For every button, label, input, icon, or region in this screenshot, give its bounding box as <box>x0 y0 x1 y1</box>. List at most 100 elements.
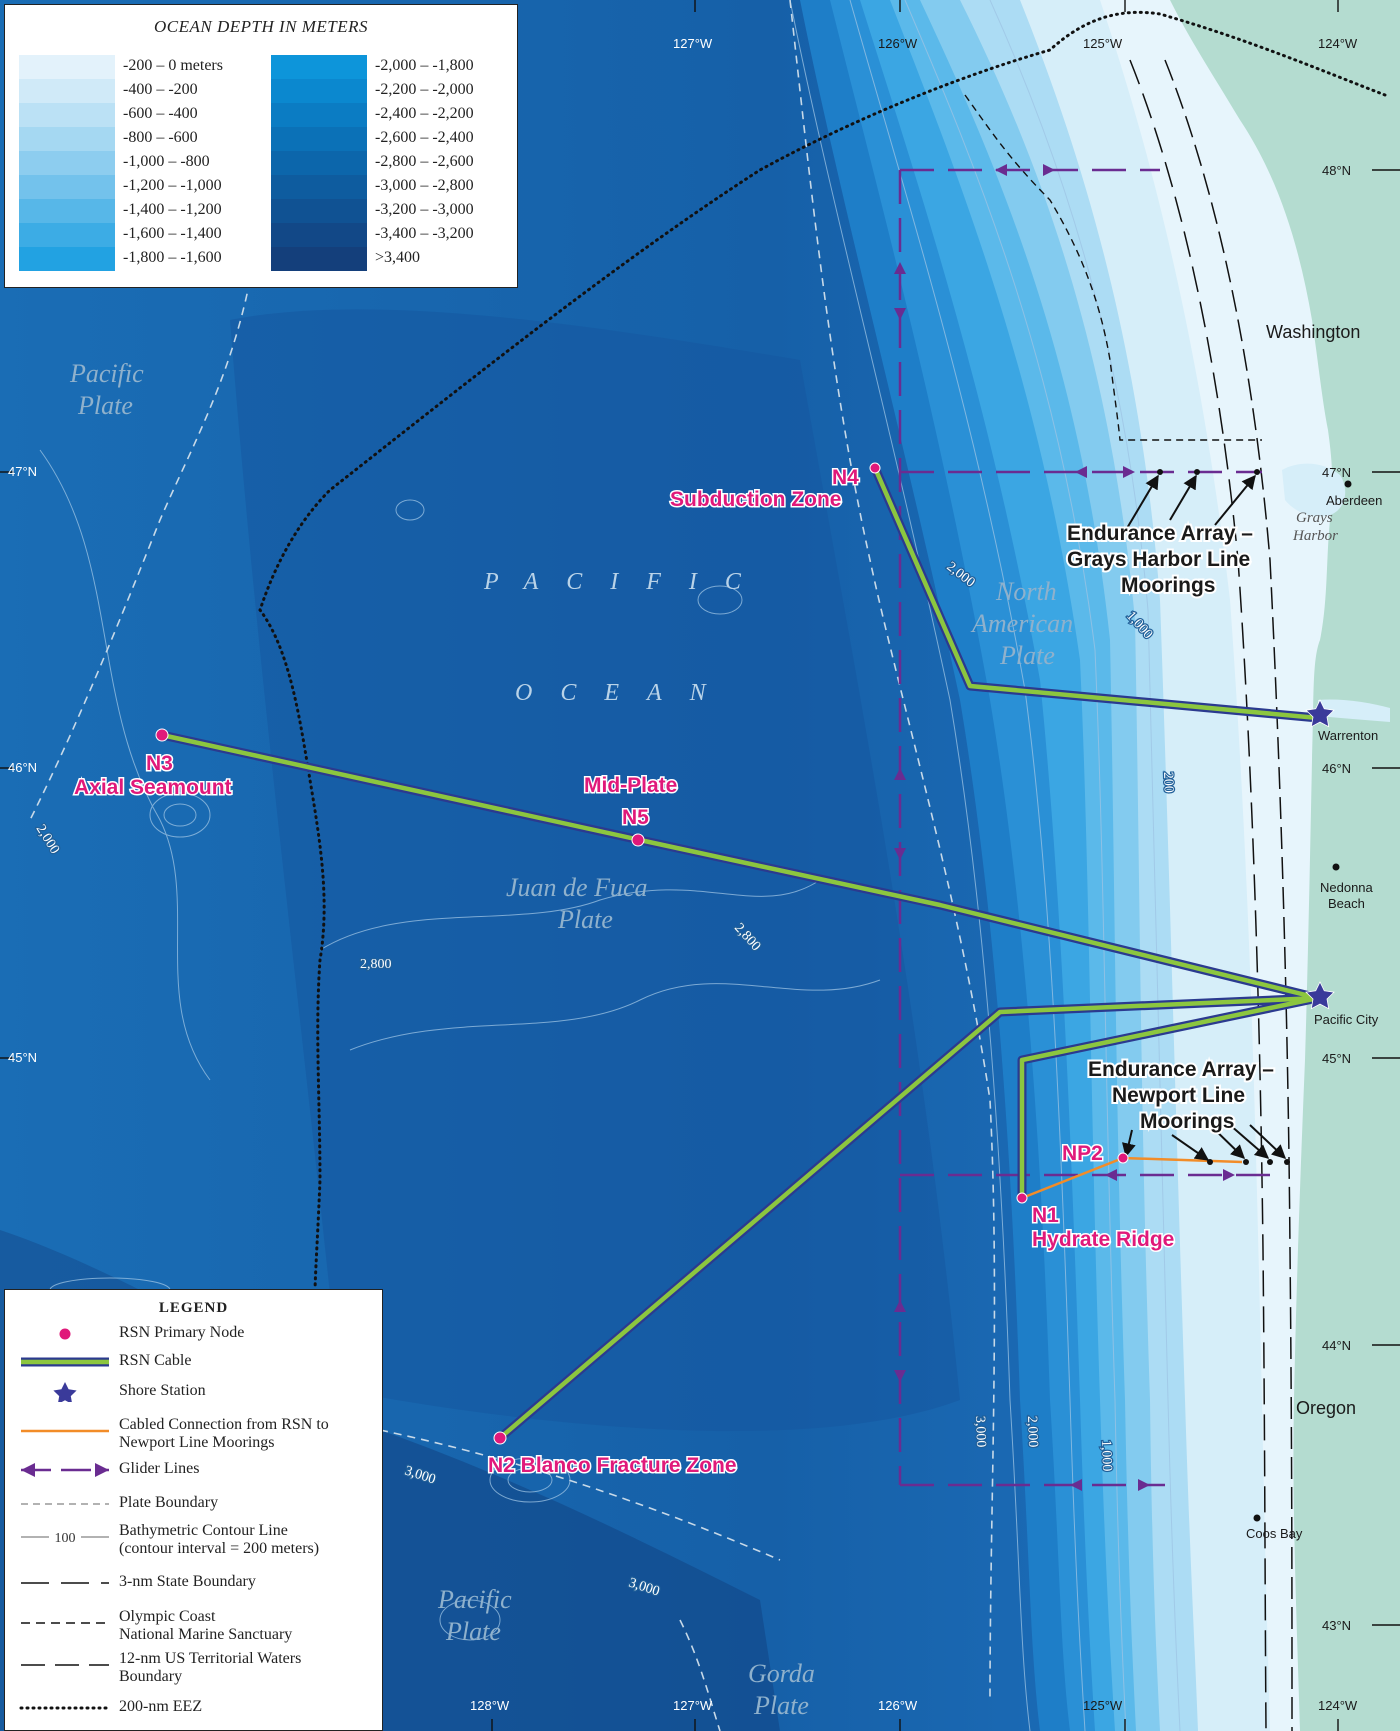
plate-dash-legend-symbol <box>21 1503 109 1505</box>
abyssal-plain <box>230 309 960 1432</box>
depth-range-label: -200 – 0 meters <box>123 57 223 74</box>
legend-label-line1: Glider Lines <box>119 1460 200 1477</box>
grid-left-46n: 46°N <box>8 760 37 775</box>
town-label-pacific-city: Pacific City <box>1314 1012 1379 1027</box>
ocean-label-pacific: PACIFIC <box>483 569 769 595</box>
node-np2 <box>1117 1152 1129 1164</box>
legend-label-line1: Plate Boundary <box>119 1494 219 1511</box>
node-label-n1-id: N1 <box>1032 1204 1059 1227</box>
node-n3 <box>155 728 169 742</box>
depth-swatch <box>271 103 367 127</box>
node-label-n5-name: Mid-Plate <box>584 774 677 797</box>
grays-harbor-bay <box>1282 463 1346 517</box>
depth-swatch <box>19 175 115 199</box>
node-n5 <box>631 833 645 847</box>
depth-swatch <box>19 151 115 175</box>
plate-label-juan-de-fuca-2: Plate <box>557 905 613 934</box>
depth-range-label: -2,000 – -1,800 <box>375 57 474 74</box>
legend-label: Shore Station <box>119 1382 206 1400</box>
depth-legend-panel: OCEAN DEPTH IN METERS -200 – 0 meters -40… <box>4 4 518 288</box>
glider-arrows-legend-symbol <box>21 1463 109 1477</box>
legend-label-line1: Bathymetric Contour Line <box>119 1522 288 1539</box>
legend-label: Glider Lines <box>119 1460 199 1478</box>
depth-swatch <box>19 127 115 151</box>
plate-label-north-american-2: American <box>970 609 1073 638</box>
legend-symbol <box>19 1421 111 1446</box>
legend-label: Plate Boundary <box>119 1494 218 1512</box>
legend-label-line1: 3-nm State Boundary <box>119 1573 256 1590</box>
legend-label-line2: National Marine Sanctuary <box>119 1626 293 1643</box>
map-legend-title: LEGEND <box>158 1300 229 1316</box>
depth-swatch <box>271 199 367 223</box>
depth-swatch <box>19 247 115 271</box>
legend-label-line1: Olympic Coast <box>119 1608 216 1625</box>
town-label-coos-bay: Coos Bay <box>1246 1526 1303 1541</box>
sanctuary-dash-legend-symbol <box>21 1622 109 1624</box>
legend-symbol <box>19 1655 111 1680</box>
grid-bottom-125w: 125°W <box>1083 1698 1123 1713</box>
legend-symbol <box>19 1352 111 1377</box>
orange-line-legend-symbol <box>21 1429 109 1433</box>
shore-stations <box>1305 699 1335 1010</box>
legend-label-line1: 200-nm EEZ <box>119 1698 203 1715</box>
depth-range-label: -2,200 – -2,000 <box>375 81 474 98</box>
town-label-aberdeen: Aberdeen <box>1326 493 1382 508</box>
contour-legend-value: 100 <box>55 1531 76 1546</box>
plate-label-gorda-2: Plate <box>753 1691 809 1720</box>
depth-range-label: -1,400 – -1,200 <box>123 201 222 218</box>
legend-symbol <box>19 1324 111 1349</box>
legend-label-line1: RSN Cable <box>119 1352 192 1369</box>
grid-right-46n: 46°N <box>1322 761 1351 776</box>
glider-lines <box>898 168 1280 1487</box>
plate-boundaries <box>29 0 996 1731</box>
columbia-mouth <box>1318 699 1390 722</box>
shore-star-warrenton <box>1305 699 1335 728</box>
depth-swatch <box>271 247 367 271</box>
grid-right-48n: 48°N <box>1322 163 1351 178</box>
plate-label-pacific-north-1: Pacific <box>69 359 144 388</box>
moorings <box>1157 469 1290 1165</box>
state-label-washington: Washington <box>1266 322 1360 342</box>
shore-star-pacific-city <box>1305 981 1335 1010</box>
depth-range-label: >3,400 <box>375 249 421 266</box>
depth-range-label: -3,200 – -3,000 <box>375 201 474 218</box>
contour-lines <box>39 0 1181 1731</box>
contour-label-200: 200 <box>1160 772 1176 794</box>
glider-arrows <box>894 164 1235 1491</box>
legend-label-line2: Newport Line Moorings <box>119 1434 275 1451</box>
land-washington-oregon <box>1170 0 1400 1731</box>
legend-symbol <box>19 1494 111 1519</box>
depth-range-label: -3,000 – -2,800 <box>375 177 474 194</box>
depth-swatch <box>19 79 115 103</box>
grid-bottom-126w: 126°W <box>878 1698 918 1713</box>
legend-symbol <box>19 1382 111 1407</box>
plate-label-north-american-3: Plate <box>999 641 1055 670</box>
depth-range-label: -1,600 – -1,400 <box>123 225 222 242</box>
node-label-n3-name: Axial Seamount <box>74 776 232 799</box>
depth-range-label: -600 – -400 <box>123 105 198 122</box>
depth-range-label: -400 – -200 <box>123 81 198 98</box>
depth-swatch <box>271 79 367 103</box>
town-label-nedonna-2: Beach <box>1328 896 1365 911</box>
contour-label-3000-mid: 3,000 <box>972 1416 988 1448</box>
legend-symbol <box>19 1698 111 1723</box>
depth-legend-title: OCEAN DEPTH IN METERS <box>153 17 369 36</box>
depth-range-label: -3,400 – -3,200 <box>375 225 474 242</box>
legend-symbol: 100 <box>19 1527 111 1552</box>
rsn-cables <box>161 466 1320 1442</box>
depth-range-label: -800 – -600 <box>123 129 198 146</box>
legend-label-line2: Boundary <box>119 1668 183 1685</box>
newport-array-label-2: Newport Line <box>1112 1084 1245 1107</box>
grid-right-45n: 45°N <box>1322 1051 1351 1066</box>
eez-boundary <box>258 10 1387 1291</box>
depth-range-label: -1,000 – -800 <box>123 153 210 170</box>
legend-symbol <box>19 1613 111 1638</box>
cable-line-legend-symbol <box>21 1357 109 1367</box>
plate-label-pacific-south-2: Plate <box>445 1617 501 1646</box>
